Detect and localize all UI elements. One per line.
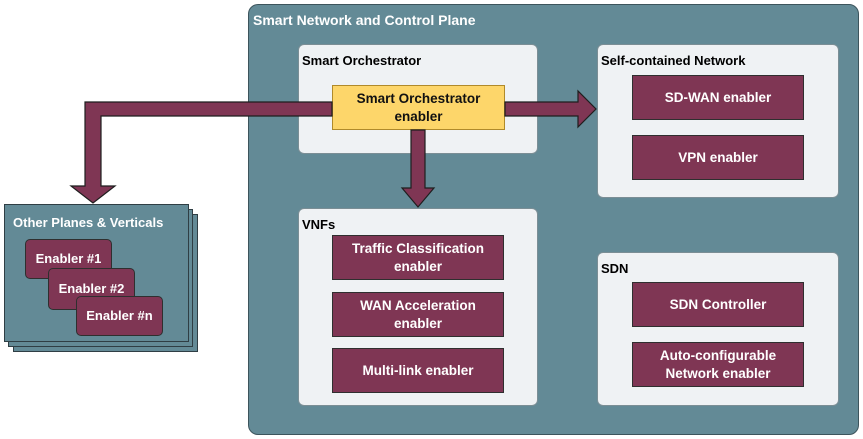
enabler-label: SD-WAN enabler — [664, 89, 772, 105]
enabler-label: Enabler #1 — [35, 251, 102, 266]
enabler-n[interactable]: Enabler #n — [76, 296, 163, 336]
traffic-classification-enabler[interactable]: Traffic Classification enabler — [332, 235, 504, 280]
enabler-line: WAN Acceleration — [360, 297, 476, 313]
enabler-line: Auto-configurable — [659, 347, 777, 363]
panel-title: SDN — [601, 261, 629, 276]
enabler-label: Enabler #n — [86, 308, 153, 323]
other-planes-title: Other Planes & Verticals — [13, 215, 164, 230]
enabler-line: enabler — [393, 258, 442, 274]
enabler-line: Traffic Classification — [351, 240, 485, 256]
enabler-line: Network enabler — [665, 365, 771, 381]
arrow-to-vnfs — [400, 129, 436, 208]
enabler-label: Enabler #2 — [58, 281, 125, 296]
sd-wan-enabler[interactable]: SD-WAN enabler — [632, 75, 804, 120]
plane-title: Smart Network and Control Plane — [253, 12, 476, 28]
enabler-line: enabler — [394, 108, 443, 124]
sdn-controller-enabler[interactable]: SDN Controller — [632, 282, 804, 327]
panel-title: Smart Orchestrator — [302, 53, 422, 68]
smart-orchestrator-enabler[interactable]: Smart Orchestrator enabler — [332, 85, 505, 130]
enabler-line: Smart Orchestrator — [356, 90, 481, 106]
enabler-label: VPN enabler — [678, 149, 758, 165]
enabler-line: SDN Controller — [669, 296, 767, 312]
arrow-to-other-planes — [69, 101, 333, 204]
auto-configurable-network-enabler[interactable]: Auto-configurable Network enabler — [632, 342, 804, 387]
vpn-enabler[interactable]: VPN enabler — [632, 135, 804, 180]
multi-link-enabler[interactable]: Multi-link enabler — [332, 348, 504, 393]
wan-acceleration-enabler[interactable]: WAN Acceleration enabler — [332, 292, 504, 337]
enabler-line: enabler — [393, 315, 443, 331]
arrow-to-self-contained-network — [504, 89, 597, 129]
panel-title: Self-contained Network — [601, 53, 746, 68]
panel-title: VNFs — [302, 217, 336, 232]
enabler-line: Multi-link enabler — [362, 362, 474, 378]
